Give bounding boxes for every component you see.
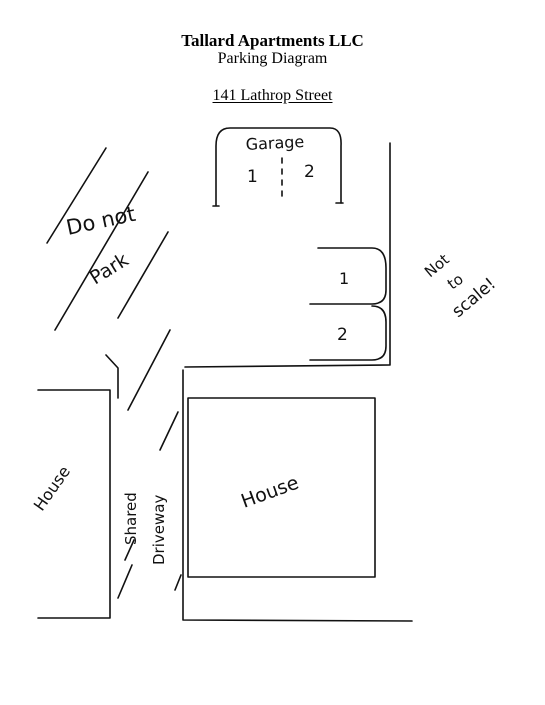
no-park-line-3 bbox=[117, 231, 169, 319]
property-line-upper bbox=[184, 142, 391, 368]
driveway-right-edge bbox=[127, 329, 171, 411]
driveway-label-line1: Shared bbox=[122, 492, 140, 545]
neighbor-house-label: House bbox=[30, 462, 74, 514]
driveway-label-line2: Driveway bbox=[150, 495, 168, 565]
neighbor-house-outline bbox=[37, 389, 111, 619]
address-text: 141 Lathrop Street bbox=[212, 87, 333, 104]
driveway-right-low bbox=[174, 574, 182, 591]
no-park-line2: Park bbox=[86, 249, 132, 289]
driveway-left-edge-lower bbox=[124, 539, 135, 561]
property-line-lower bbox=[182, 369, 413, 622]
driveway-left-edge-bottom bbox=[117, 564, 133, 599]
garage-space-1-label: 1 bbox=[247, 167, 258, 187]
no-park-line-2 bbox=[54, 171, 149, 331]
main-house-outline bbox=[187, 397, 376, 578]
no-park-line1: Do not bbox=[64, 202, 138, 240]
document-type: Parking Diagram bbox=[217, 50, 328, 67]
garage-space-2-label: 2 bbox=[304, 162, 315, 182]
main-house-label: House bbox=[238, 472, 301, 513]
parking-space-2 bbox=[309, 305, 387, 361]
driveway-left-edge bbox=[105, 354, 119, 399]
parking-space-1 bbox=[309, 247, 387, 305]
garage-label: Garage bbox=[245, 132, 305, 154]
garage-outline bbox=[215, 127, 342, 206]
driveway-right-mid bbox=[159, 411, 179, 451]
not-to-scale-line2: to bbox=[444, 270, 467, 293]
company-name: Tallard Apartments LLC bbox=[181, 31, 364, 50]
property-address: 141 Lathrop Street bbox=[0, 87, 545, 105]
no-park-line-1 bbox=[46, 147, 107, 244]
side-space-1-label: 1 bbox=[339, 269, 349, 288]
side-space-2-label: 2 bbox=[337, 325, 348, 345]
